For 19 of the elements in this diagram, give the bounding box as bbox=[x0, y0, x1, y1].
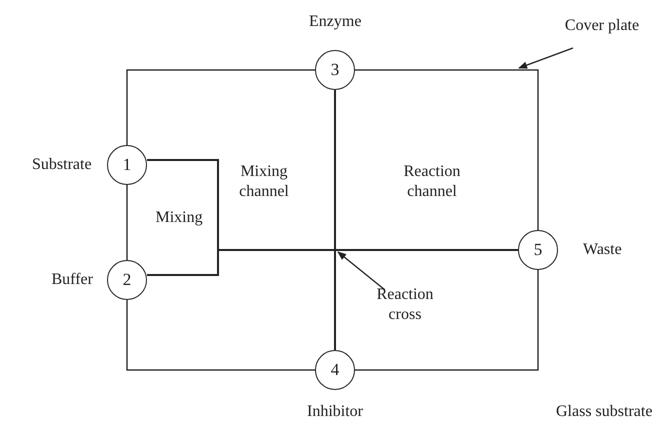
port-circle: 2 bbox=[107, 260, 147, 300]
port-circle: 3 bbox=[315, 50, 355, 90]
leader-line bbox=[337, 251, 386, 290]
part-label: Mixing channel bbox=[238, 162, 290, 202]
callout-text: Reaction cross bbox=[359, 285, 451, 325]
port-label: Substrate bbox=[32, 155, 92, 175]
port-circle: 1 bbox=[107, 145, 147, 185]
callout-text: Cover plate bbox=[556, 16, 648, 36]
port-label: Waste bbox=[583, 240, 622, 260]
port-label: Buffer bbox=[52, 270, 93, 290]
channel-line bbox=[334, 90, 336, 350]
leader-line bbox=[518, 47, 574, 69]
part-label: Glass substrate bbox=[556, 402, 652, 422]
port-label: Inhibitor bbox=[307, 402, 363, 422]
part-label: Mixing bbox=[156, 208, 203, 228]
port-label: Enzyme bbox=[309, 12, 362, 32]
part-label: Reaction channel bbox=[402, 162, 462, 202]
port-circle: 4 bbox=[315, 350, 355, 390]
port-circle: 5 bbox=[518, 230, 558, 270]
